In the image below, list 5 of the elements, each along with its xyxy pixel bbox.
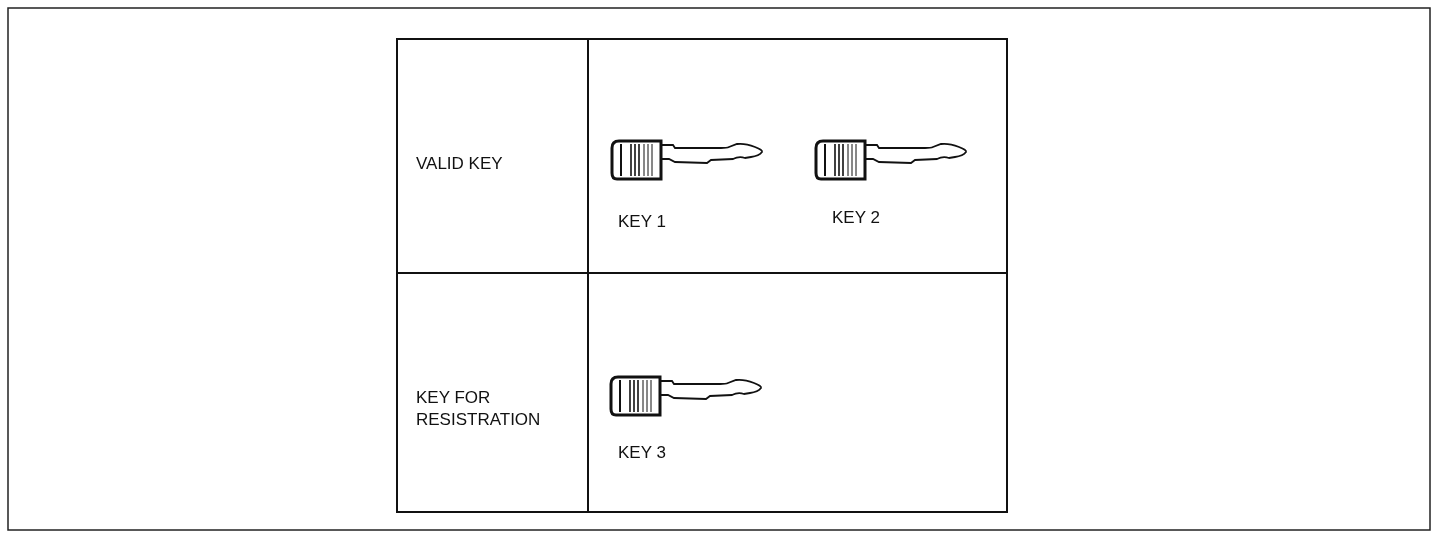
table-text: KEY FOR RESISTRATION [416,387,542,431]
table-text: KEY 3 [618,442,666,464]
table-text: KEY 2 [832,207,880,229]
table-text: VALID KEY [416,153,503,175]
table-text: KEY 1 [618,211,666,233]
